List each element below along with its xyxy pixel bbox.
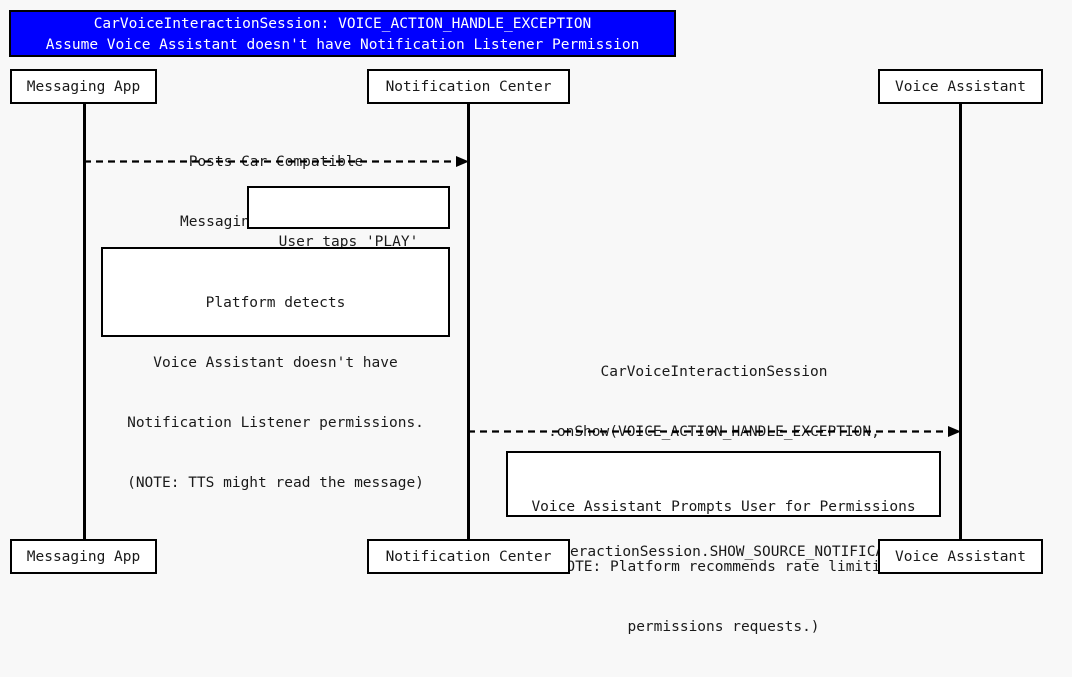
diagram-title-line-2: Assume Voice Assistant doesn't have Noti… [45, 37, 640, 53]
message-arrow-on-show [468, 426, 962, 437]
lifeline-messaging-app [83, 103, 86, 540]
diagram-title-line-1: CarVoiceInteractionSession: VOICE_ACTION… [93, 16, 592, 32]
participant-footer-voice-assistant[interactable]: Voice Assistant [878, 539, 1043, 574]
participant-footer-voice-assistant-label: Voice Assistant [895, 548, 1026, 565]
participant-header-notification-center[interactable]: Notification Center [367, 69, 570, 104]
message-arrow-post-notification [84, 156, 470, 167]
participant-footer-notification-center[interactable]: Notification Center [367, 539, 570, 574]
note-platform-detects-line-4: (NOTE: TTS might read the message) [127, 475, 424, 491]
note-platform-detects-line-2: Voice Assistant doesn't have [153, 355, 398, 371]
participant-footer-messaging-app[interactable]: Messaging App [10, 539, 157, 574]
note-prompts-permissions: Voice Assistant Prompts User for Permiss… [506, 451, 941, 635]
lifeline-voice-assistant [959, 103, 962, 540]
message-label-on-show-line-1: CarVoiceInteractionSession [600, 364, 828, 380]
note-user-taps-play-line-1: User taps 'PLAY' [278, 234, 419, 250]
note-platform-detects-line-3: Notification Listener permissions. [127, 415, 424, 431]
lifeline-notification-center [467, 103, 470, 540]
note-prompts-permissions-line-2: (NOTE: Platform recommends rate limiting [548, 559, 899, 575]
note-prompts-permissions-line-3: permissions requests.) [627, 619, 820, 635]
participant-header-voice-assistant[interactable]: Voice Assistant [878, 69, 1043, 104]
participant-footer-notification-center-label: Notification Center [385, 548, 552, 565]
diagram-title-banner: CarVoiceInteractionSession: VOICE_ACTION… [9, 10, 676, 57]
note-platform-detects: Platform detects Voice Assistant doesn't… [101, 247, 450, 491]
message-label-on-show-line-4: VoiceInteractionSession.SHOW_SOURCE_NOTI… [500, 544, 928, 560]
participant-header-voice-assistant-label: Voice Assistant [895, 78, 1026, 95]
participant-header-messaging-app-label: Messaging App [26, 78, 141, 95]
sequence-diagram-canvas: CarVoiceInteractionSession: VOICE_ACTION… [9, 10, 1043, 635]
participant-header-notification-center-label: Notification Center [385, 78, 552, 95]
note-platform-detects-line-1: Platform detects [205, 295, 346, 311]
participant-header-messaging-app[interactable]: Messaging App [10, 69, 157, 104]
participant-footer-messaging-app-label: Messaging App [26, 548, 141, 565]
note-user-taps-play: User taps 'PLAY' on Msg Notification [247, 186, 450, 310]
note-prompts-permissions-line-1: Voice Assistant Prompts User for Permiss… [531, 499, 916, 515]
